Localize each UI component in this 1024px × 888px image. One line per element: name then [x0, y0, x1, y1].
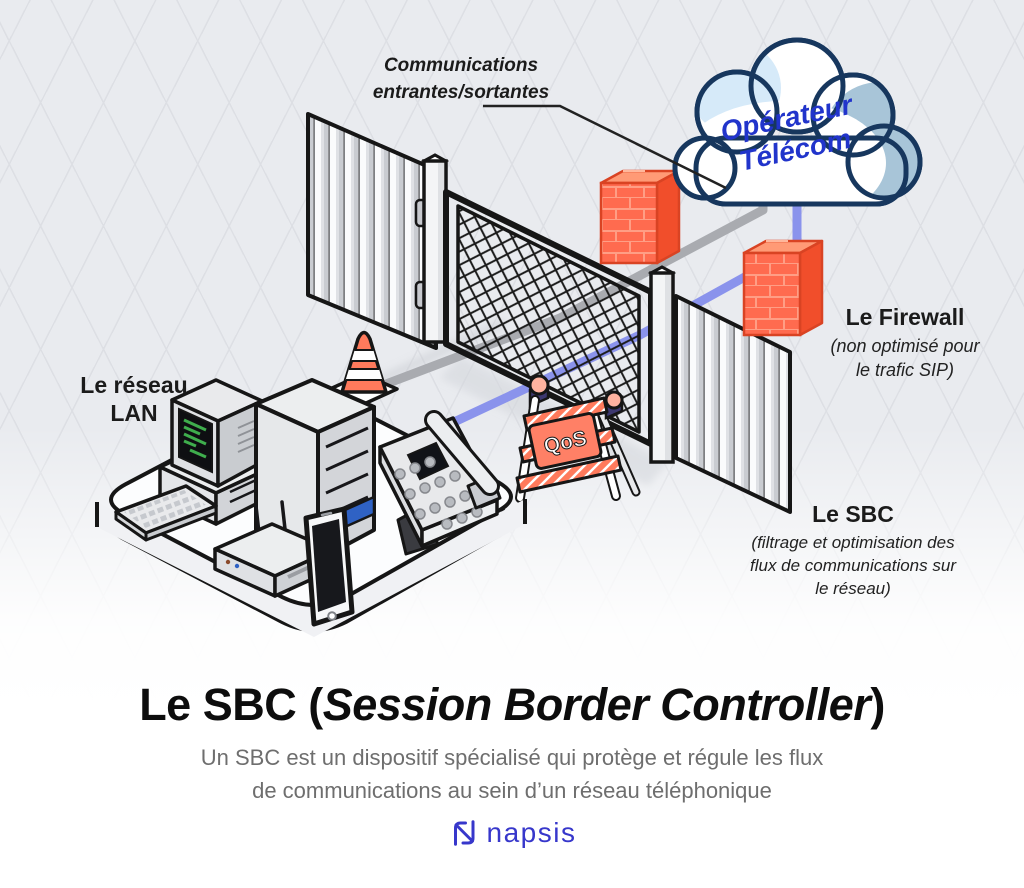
qos-sign: QoS	[527, 412, 603, 470]
firewall-label: Le Firewall (non optimisé pour le trafic…	[792, 303, 1018, 382]
keyboard	[114, 484, 218, 542]
qos-warning-light-2	[604, 390, 624, 420]
lan-label-line2: LAN	[110, 400, 158, 426]
sbc-illustration: Opérateur Télécom	[95, 37, 923, 632]
smartphone	[303, 506, 355, 627]
brand-logo: napsis	[0, 817, 1024, 849]
qos-barrier: QoS	[515, 374, 641, 503]
gate-post-right	[647, 265, 683, 464]
sbc-label-sub2: flux de communications sur	[750, 556, 956, 575]
fence-left	[306, 112, 438, 350]
firewall-label-title: Le Firewall	[845, 304, 965, 330]
firewall-brick-2	[742, 239, 824, 337]
smartphone-home-button	[327, 611, 337, 621]
sbc-label-sub3: le réseau)	[815, 579, 891, 598]
page-subtitle-line1: Un SBC est un dispositif spécialisé qui …	[200, 745, 824, 770]
napsis-logo-text: napsis	[486, 817, 577, 848]
page-subtitle-line2: de communications au sein d’un réseau té…	[252, 778, 772, 803]
firewall-label-sub1: (non optimisé pour	[830, 336, 980, 356]
page-title-suffix: )	[870, 679, 885, 730]
communications-label-line1: Communications	[383, 55, 539, 76]
sbc-label-sub1: (filtrage et optimisation des	[751, 533, 955, 552]
telecom-cloud: Opérateur Télécom	[672, 37, 923, 207]
page-title-prefix: Le SBC (	[139, 679, 323, 730]
firewall-label-sub2: le trafic SIP)	[855, 360, 955, 380]
communications-label-line2: entrantes/sortantes	[372, 82, 550, 103]
sbc-label-title: Le SBC	[812, 501, 894, 527]
terminal-text-lines	[183, 418, 207, 459]
lan-label: Le réseau LAN	[46, 371, 222, 427]
napsis-logo-icon	[453, 820, 475, 846]
page-title-emphasis: Session Border Controller	[322, 679, 871, 730]
qos-sign-text: QoS	[542, 427, 589, 458]
communications-label: Communications entrantes/sortantes	[350, 52, 572, 106]
desk-phone	[378, 410, 502, 556]
firewall-brick-1	[599, 169, 681, 265]
page-title: Le SBC (Session Border Controller)	[0, 679, 1024, 731]
sbc-label: Le SBC (filtrage et optimisation des flu…	[722, 500, 984, 600]
lan-label-line1: Le réseau	[80, 372, 188, 398]
smartphone-screen	[312, 519, 346, 612]
communications-leader-line	[483, 104, 727, 190]
page-subtitle: Un SBC est un dispositif spécialisé qui …	[0, 741, 1024, 807]
